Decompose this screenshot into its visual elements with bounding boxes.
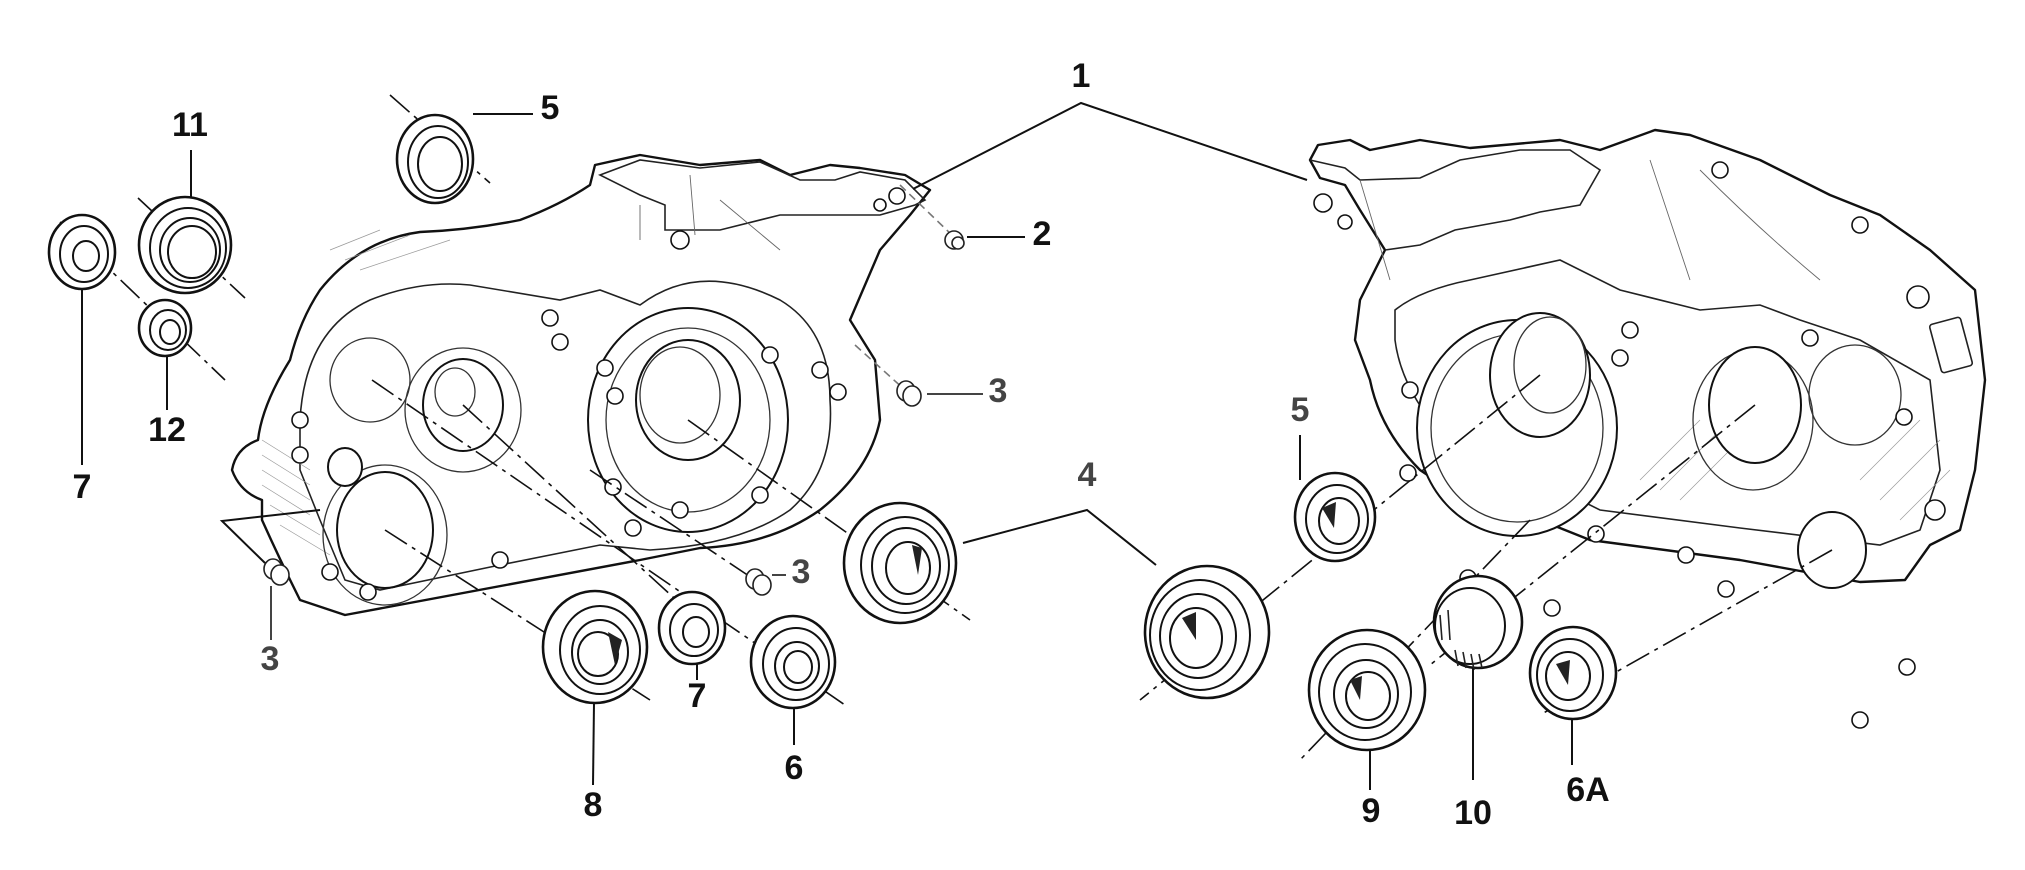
seal-7-bottom <box>657 590 727 666</box>
callout-11: 11 <box>172 106 208 144</box>
seal-5-top <box>395 113 475 205</box>
bearing-4-right <box>1143 564 1271 700</box>
callout-8: 8 <box>584 786 603 824</box>
leader-1 <box>912 101 1308 190</box>
left-case-rib-lines <box>639 174 781 251</box>
callout-6A: 6A <box>1566 771 1609 809</box>
axis-dowel-3-mid <box>589 469 756 581</box>
seal-7-top <box>47 213 117 291</box>
needle-bearing-10 <box>1432 574 1524 671</box>
bearing-4-left <box>842 501 958 625</box>
callout-3-mid: 3 <box>792 553 811 591</box>
seal-6A <box>1528 625 1618 721</box>
bearing-8 <box>541 589 649 705</box>
axis-seal-7 <box>462 404 721 641</box>
right-case-window <box>1928 316 1974 374</box>
left-case-small-bore <box>327 337 411 487</box>
seal-5-right <box>1293 471 1377 563</box>
seal-12 <box>137 298 193 358</box>
left-case-top-bracket <box>598 159 927 231</box>
callout-7-top: 7 <box>73 468 92 506</box>
axis-dowel-3 <box>854 344 906 391</box>
callout-labels: 1 2 3 3 3 4 5 5 6 6A 7 7 8 9 10 11 12 <box>73 57 1610 832</box>
callout-3-left: 3 <box>261 640 280 678</box>
right-crankcase-half <box>1308 128 1987 729</box>
right-case-bolt-holes <box>1313 161 1946 729</box>
leader-4 <box>962 508 1157 566</box>
pin-2 <box>944 230 965 250</box>
dowel-3-mid <box>745 568 772 596</box>
leader-3-bracket <box>219 509 321 564</box>
right-case-hatching <box>1639 419 1951 521</box>
callout-5-right: 5 <box>1291 391 1310 429</box>
callout-1: 1 <box>1072 57 1091 95</box>
right-case-rib-lines <box>1359 159 1821 281</box>
dowel-3-upper <box>896 380 922 407</box>
right-case-top-bracket <box>1309 149 1602 251</box>
left-case-body <box>230 153 932 617</box>
callout-2: 2 <box>1033 215 1052 253</box>
callout-10: 10 <box>1454 794 1492 832</box>
callout-5-top: 5 <box>541 89 560 127</box>
seal-11 <box>137 195 233 295</box>
callout-3-upper: 3 <box>989 372 1008 410</box>
axis-seal-7-12 <box>59 221 226 381</box>
left-crankcase-half <box>230 153 932 617</box>
axis-bearing-4-left <box>687 419 971 621</box>
axis-seal-6A <box>1539 549 1833 716</box>
bearing-6 <box>749 614 837 710</box>
right-case-upper-bore <box>1808 344 1902 446</box>
left-case-gasket-face <box>299 280 832 591</box>
bearing-9 <box>1307 628 1427 752</box>
leader-8 <box>592 702 595 786</box>
callout-6: 6 <box>785 749 804 787</box>
callout-7-bottom: 7 <box>688 677 707 715</box>
left-case-hatching <box>261 229 451 556</box>
callout-12: 12 <box>148 411 186 449</box>
left-case-bolt-holes <box>291 187 906 601</box>
leader-lines <box>81 101 1573 790</box>
callout-9: 9 <box>1362 792 1381 830</box>
callout-4: 4 <box>1078 456 1097 494</box>
dowel-3-left <box>263 558 290 586</box>
